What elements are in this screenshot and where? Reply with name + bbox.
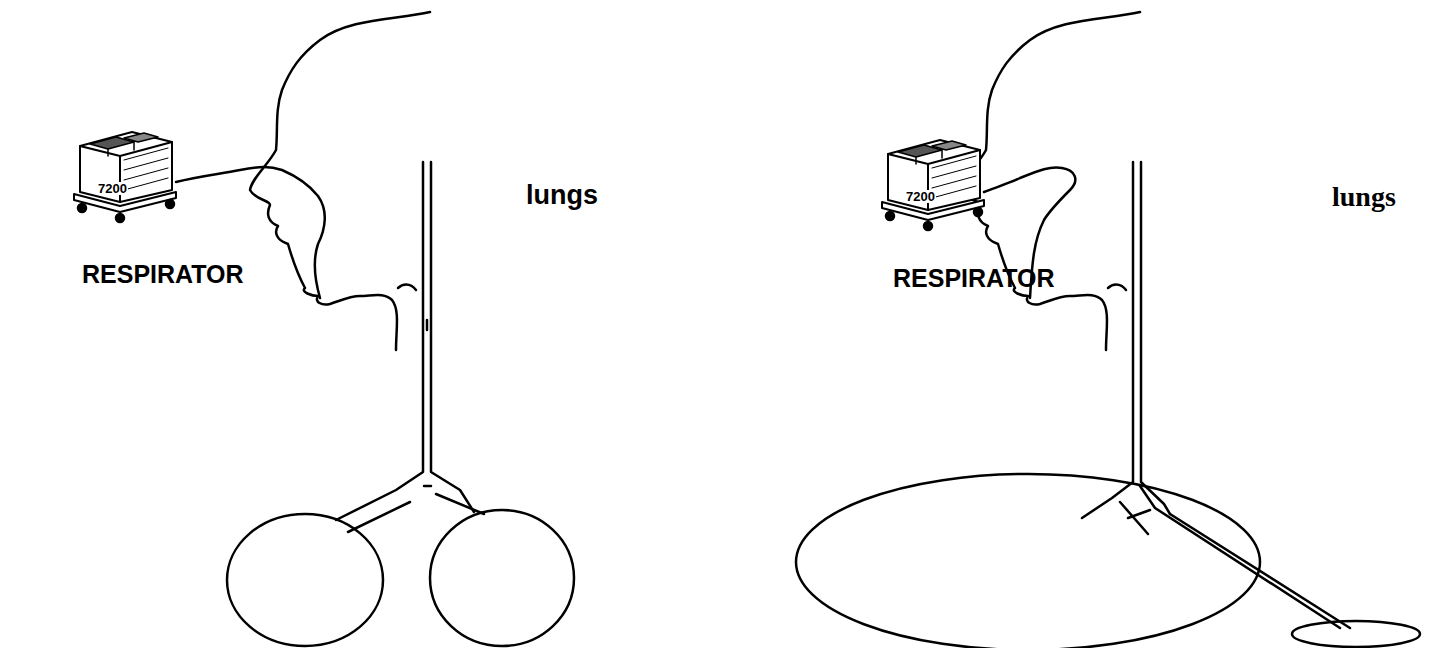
right-lung (430, 510, 574, 646)
model-number: 7200 (97, 182, 128, 195)
trachea-bronchi (336, 162, 474, 520)
respirator-device (882, 140, 984, 230)
head-profile (960, 12, 1140, 350)
organ-label: lungs (1332, 183, 1396, 211)
device-label: RESPIRATOR (893, 266, 1055, 291)
bronchi (1120, 486, 1350, 628)
trachea-bronchi (1082, 162, 1170, 518)
device-label: RESPIRATOR (82, 262, 244, 287)
respirator-device (74, 132, 176, 222)
head-profile (250, 12, 430, 350)
left-lung-overinflated (796, 474, 1260, 648)
left-lung (227, 514, 383, 646)
organ-label: lungs (526, 182, 598, 209)
bronchi (348, 494, 484, 532)
model-number: 7200 (905, 190, 936, 203)
right-lung-collapsed (1292, 621, 1420, 647)
